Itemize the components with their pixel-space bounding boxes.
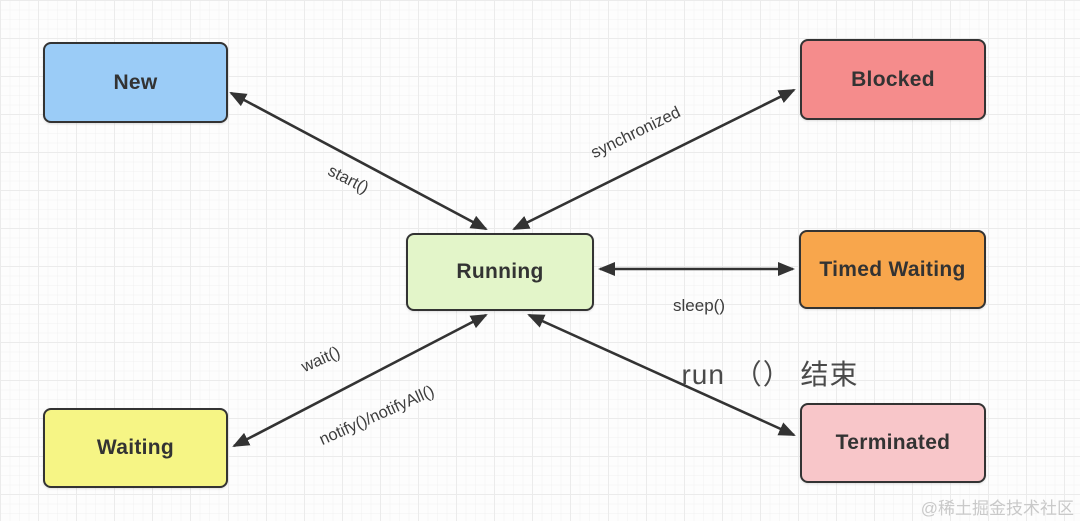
state-node-running: Running: [406, 233, 594, 311]
state-label-timed-waiting: Timed Waiting: [819, 257, 966, 281]
watermark-text: @稀土掘金技术社区: [920, 499, 1074, 518]
state-label-terminated: Terminated: [835, 431, 951, 454]
state-node-terminated: Terminated: [800, 403, 986, 483]
state-node-new: New: [43, 42, 228, 123]
edge-label-sleep: sleep(): [673, 296, 725, 315]
state-label-blocked: Blocked: [851, 67, 935, 91]
edge-wait-notify-running-waiting: [232, 313, 488, 448]
state-node-waiting: Waiting: [43, 408, 228, 488]
edge-synchronized-running-blocked: [512, 88, 796, 231]
state-label-waiting: Waiting: [96, 436, 175, 459]
state-node-blocked: Blocked: [800, 39, 986, 120]
state-label-new: New: [113, 70, 158, 94]
edge-start-new-running: [229, 91, 488, 231]
edge-label-run-end: run （） 结束: [681, 359, 859, 390]
state-node-timed-waiting: Timed Waiting: [799, 230, 986, 309]
edge-runend-running-terminated: [527, 313, 796, 437]
state-label-running: Running: [456, 260, 544, 283]
